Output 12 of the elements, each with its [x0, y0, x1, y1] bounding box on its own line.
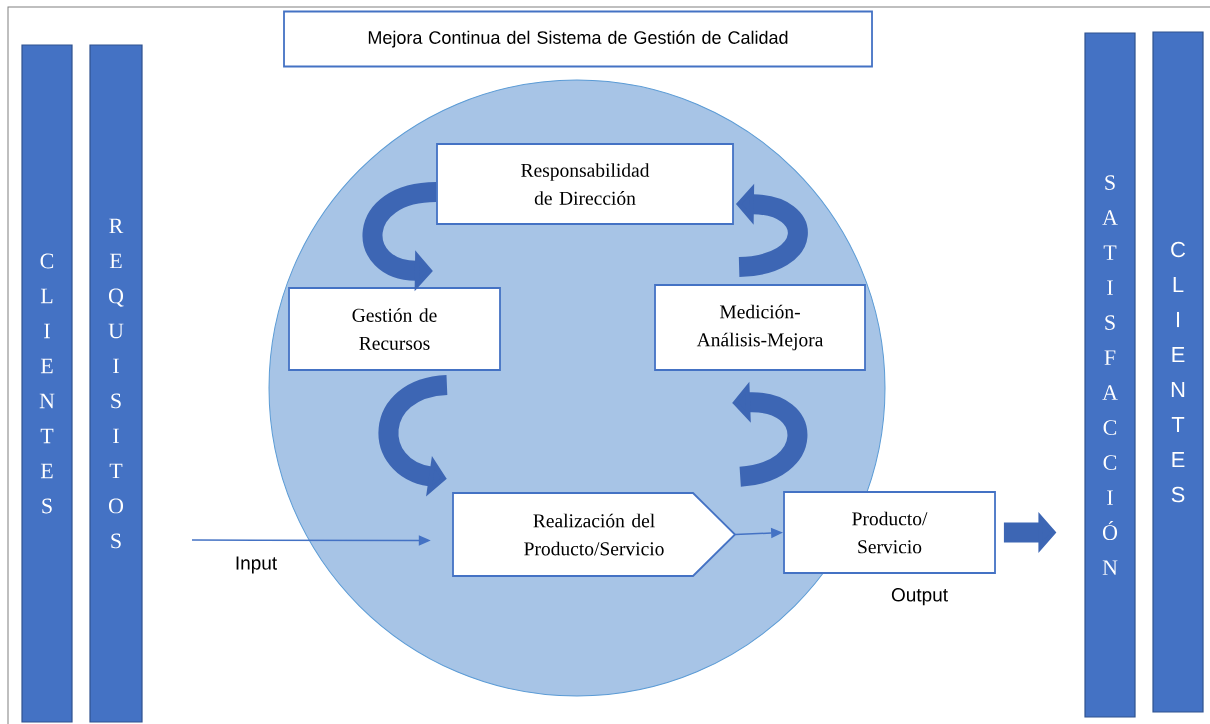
- process-box: Medición-Análisis-Mejora: [654, 284, 866, 371]
- vertical-bar: SATISFACCIÓN: [1084, 32, 1136, 718]
- vertical-bar: CLIENTES: [21, 44, 73, 723]
- vertical-bar: REQUISITOS: [89, 44, 143, 723]
- process-arrow-box: Realización del Producto/Servicio: [452, 492, 737, 577]
- vertical-bar: CLIENTES: [1152, 31, 1204, 713]
- edge-label: Input: [236, 556, 277, 574]
- output-label: Output: [891, 588, 948, 606]
- process-box: Responsabilidad de Dirección: [436, 143, 734, 225]
- process-box: Producto/ Servicio: [783, 491, 996, 574]
- process-box: Gestión de Recursos: [288, 287, 501, 371]
- process-box: Mejora Continua del Sistema de Gestión de Calidad: [283, 10, 873, 68]
